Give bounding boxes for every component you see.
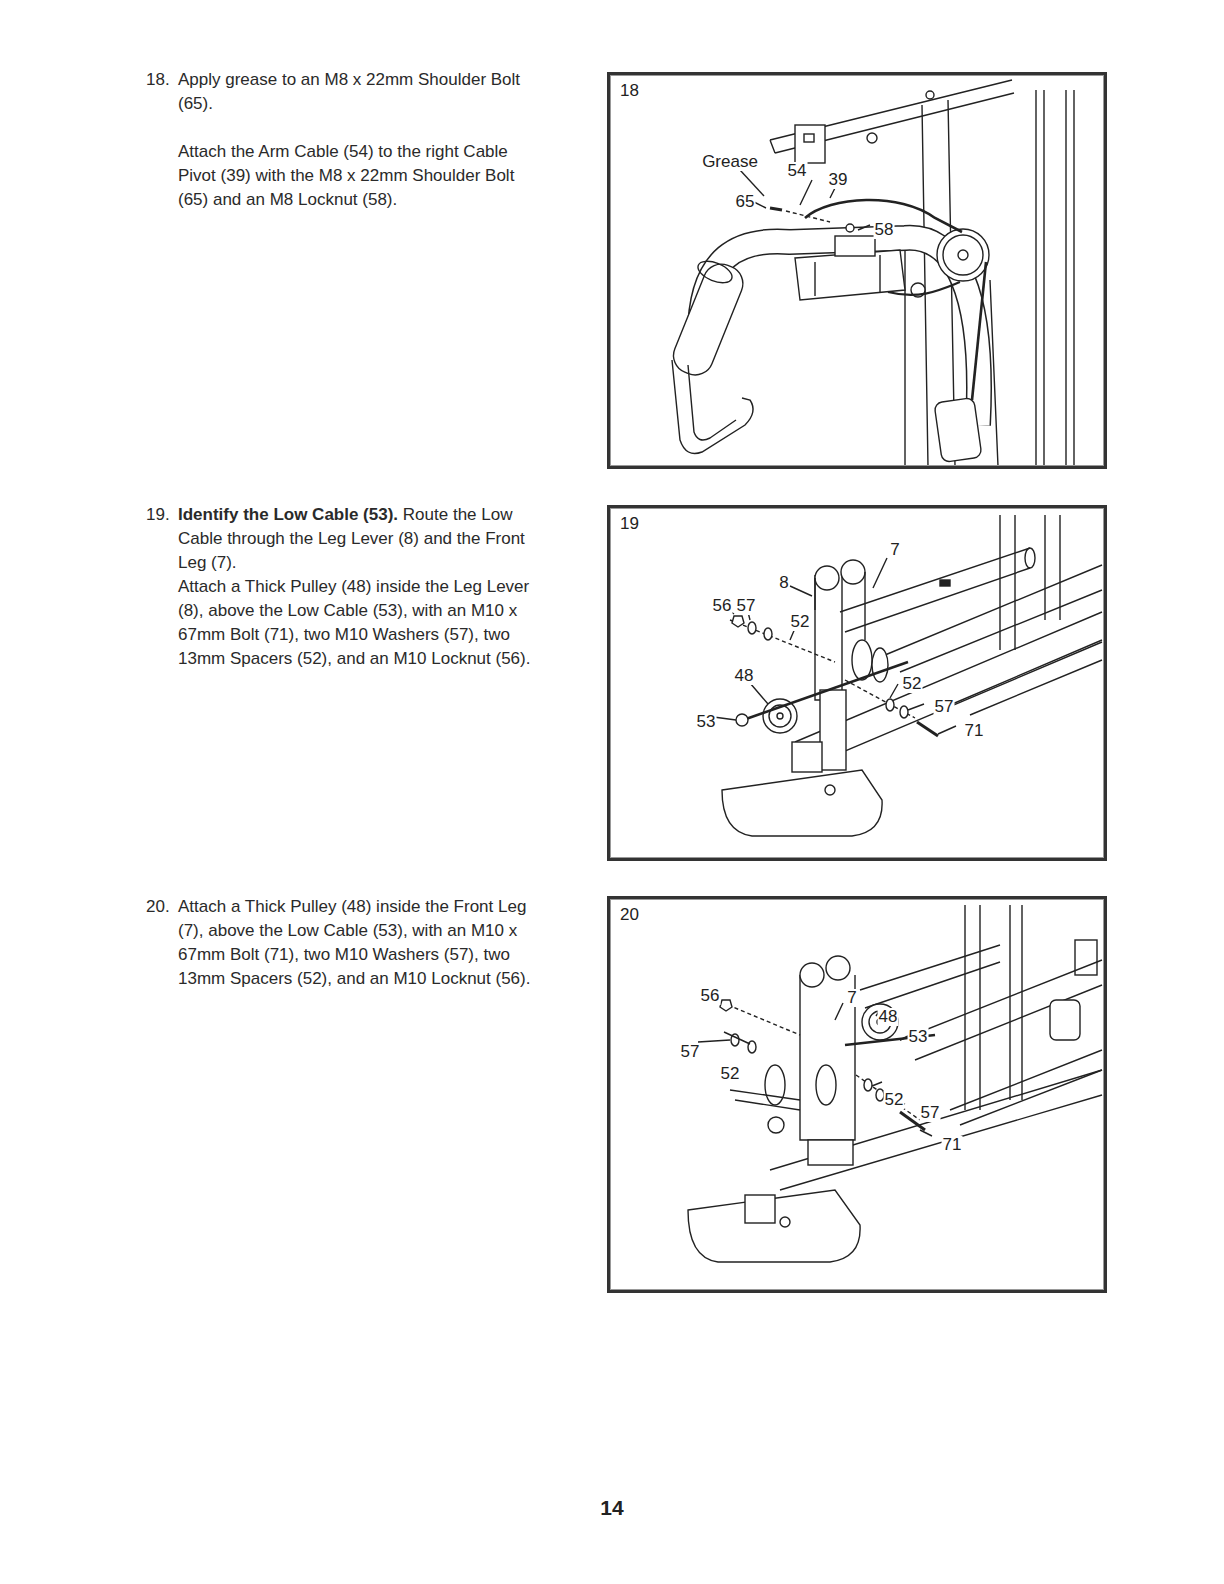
callout-number: 53 [696, 713, 717, 731]
step-number: 20. [146, 895, 176, 919]
step-text: Attach a Thick Pulley (48) inside the Le… [178, 575, 538, 671]
figure-number: 18 [620, 81, 639, 101]
callout-number: 52 [720, 1065, 741, 1083]
figure-frame: 20 [607, 896, 1107, 1293]
callout-number: 53 [908, 1028, 929, 1046]
figure-19-art [706, 515, 1102, 836]
figure-number: 20 [620, 905, 639, 925]
callout-number: 52 [884, 1091, 905, 1109]
figure-frame: 19 [607, 505, 1107, 861]
step-heading: Identify the Low Cable (53). [178, 505, 398, 524]
step-number: 18. [146, 68, 176, 92]
callout-number: 56 [712, 597, 733, 615]
step-text: Apply grease to an M8 x 22mm Shoulder Bo… [178, 68, 538, 116]
callout-number: 57 [736, 597, 757, 615]
callout-number: 52 [790, 613, 811, 631]
callout-number: 7 [889, 541, 900, 559]
callout-number: 48 [878, 1008, 899, 1026]
callout-number: 39 [828, 171, 849, 189]
callout-number: 54 [787, 162, 808, 180]
callout-number: 48 [734, 667, 755, 685]
figure-18-art [668, 80, 1074, 466]
figure-20-art [688, 905, 1102, 1262]
callout-number: 57 [920, 1104, 941, 1122]
callout-number: 57 [934, 698, 955, 716]
step-paragraph: Identify the Low Cable (53).Route the Lo… [178, 503, 538, 575]
step-number: 19. [146, 503, 176, 527]
callout-number: 71 [942, 1136, 963, 1154]
step-text: Attach the Arm Cable (54) to the right C… [178, 140, 538, 212]
note-label: Grease [701, 153, 759, 171]
step-text: Attach a Thick Pulley (48) inside the Fr… [178, 895, 538, 991]
callout-number: 57 [680, 1043, 701, 1061]
page-number: 14 [600, 1496, 623, 1520]
callout-number: 58 [874, 221, 895, 239]
callout-number: 8 [778, 574, 789, 592]
callout-number: 56 [700, 987, 721, 1005]
figure-number: 19 [620, 514, 639, 534]
callout-number: 52 [902, 675, 923, 693]
callout-number: 71 [964, 722, 985, 740]
figure-frame: 18 [607, 72, 1107, 469]
callout-number: 65 [735, 193, 756, 211]
callout-number: 7 [846, 989, 857, 1007]
